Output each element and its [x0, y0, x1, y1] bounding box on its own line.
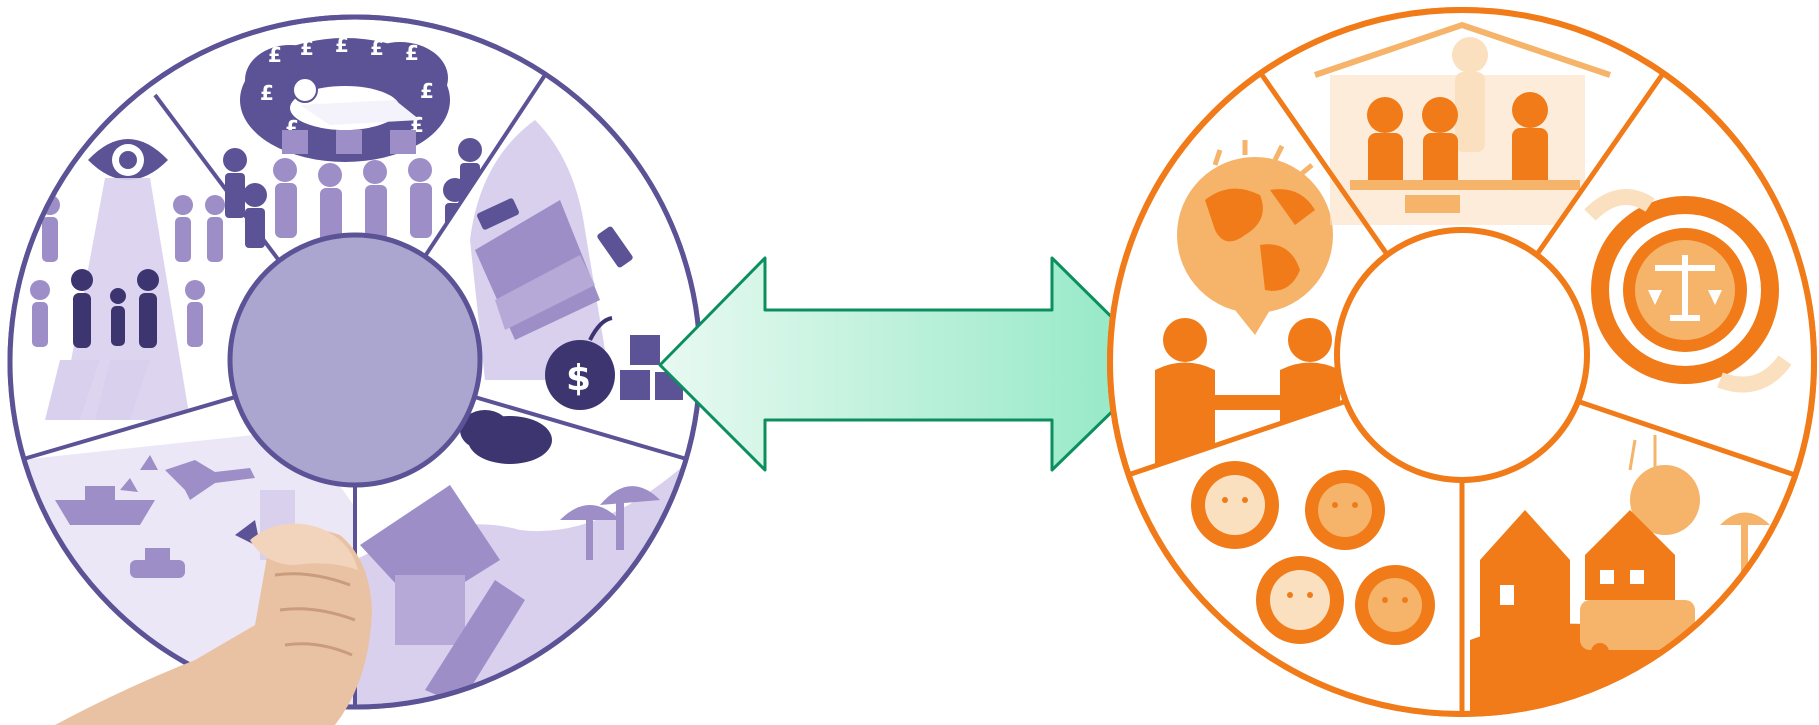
- shelter-meal-icon: [1314, 21, 1611, 225]
- money-bomb-icon: $: [545, 316, 615, 410]
- svg-text:£: £: [370, 36, 384, 60]
- svg-text:$: $: [566, 358, 591, 399]
- shadow-figures-icon: [45, 360, 150, 420]
- svg-text:£: £: [268, 43, 282, 67]
- right-wheel-center: [1334, 227, 1590, 483]
- left-wheel-center: [227, 232, 483, 488]
- svg-text:£: £: [420, 79, 434, 103]
- arms-trade-icon: [470, 120, 633, 380]
- family-group-icon: [71, 269, 159, 348]
- svg-text:£: £: [260, 81, 274, 105]
- diverse-people-gears-icon: [1191, 461, 1435, 645]
- right-segment-shelter-meal: [1262, 12, 1662, 363]
- svg-text:£: £: [335, 33, 349, 57]
- double-headed-arrow-icon: [658, 256, 1162, 472]
- right-wheel: [1107, 7, 1817, 717]
- fist-hand-icon: [55, 523, 372, 725]
- justice-scales-icon: [1584, 189, 1792, 393]
- protest-signs-icon: [282, 130, 416, 154]
- poison-skull-icons: [620, 335, 683, 400]
- svg-text:£: £: [300, 36, 314, 60]
- svg-text:£: £: [405, 41, 419, 65]
- protesters-icon: [273, 158, 432, 243]
- global-dialogue-icon: [1155, 140, 1340, 470]
